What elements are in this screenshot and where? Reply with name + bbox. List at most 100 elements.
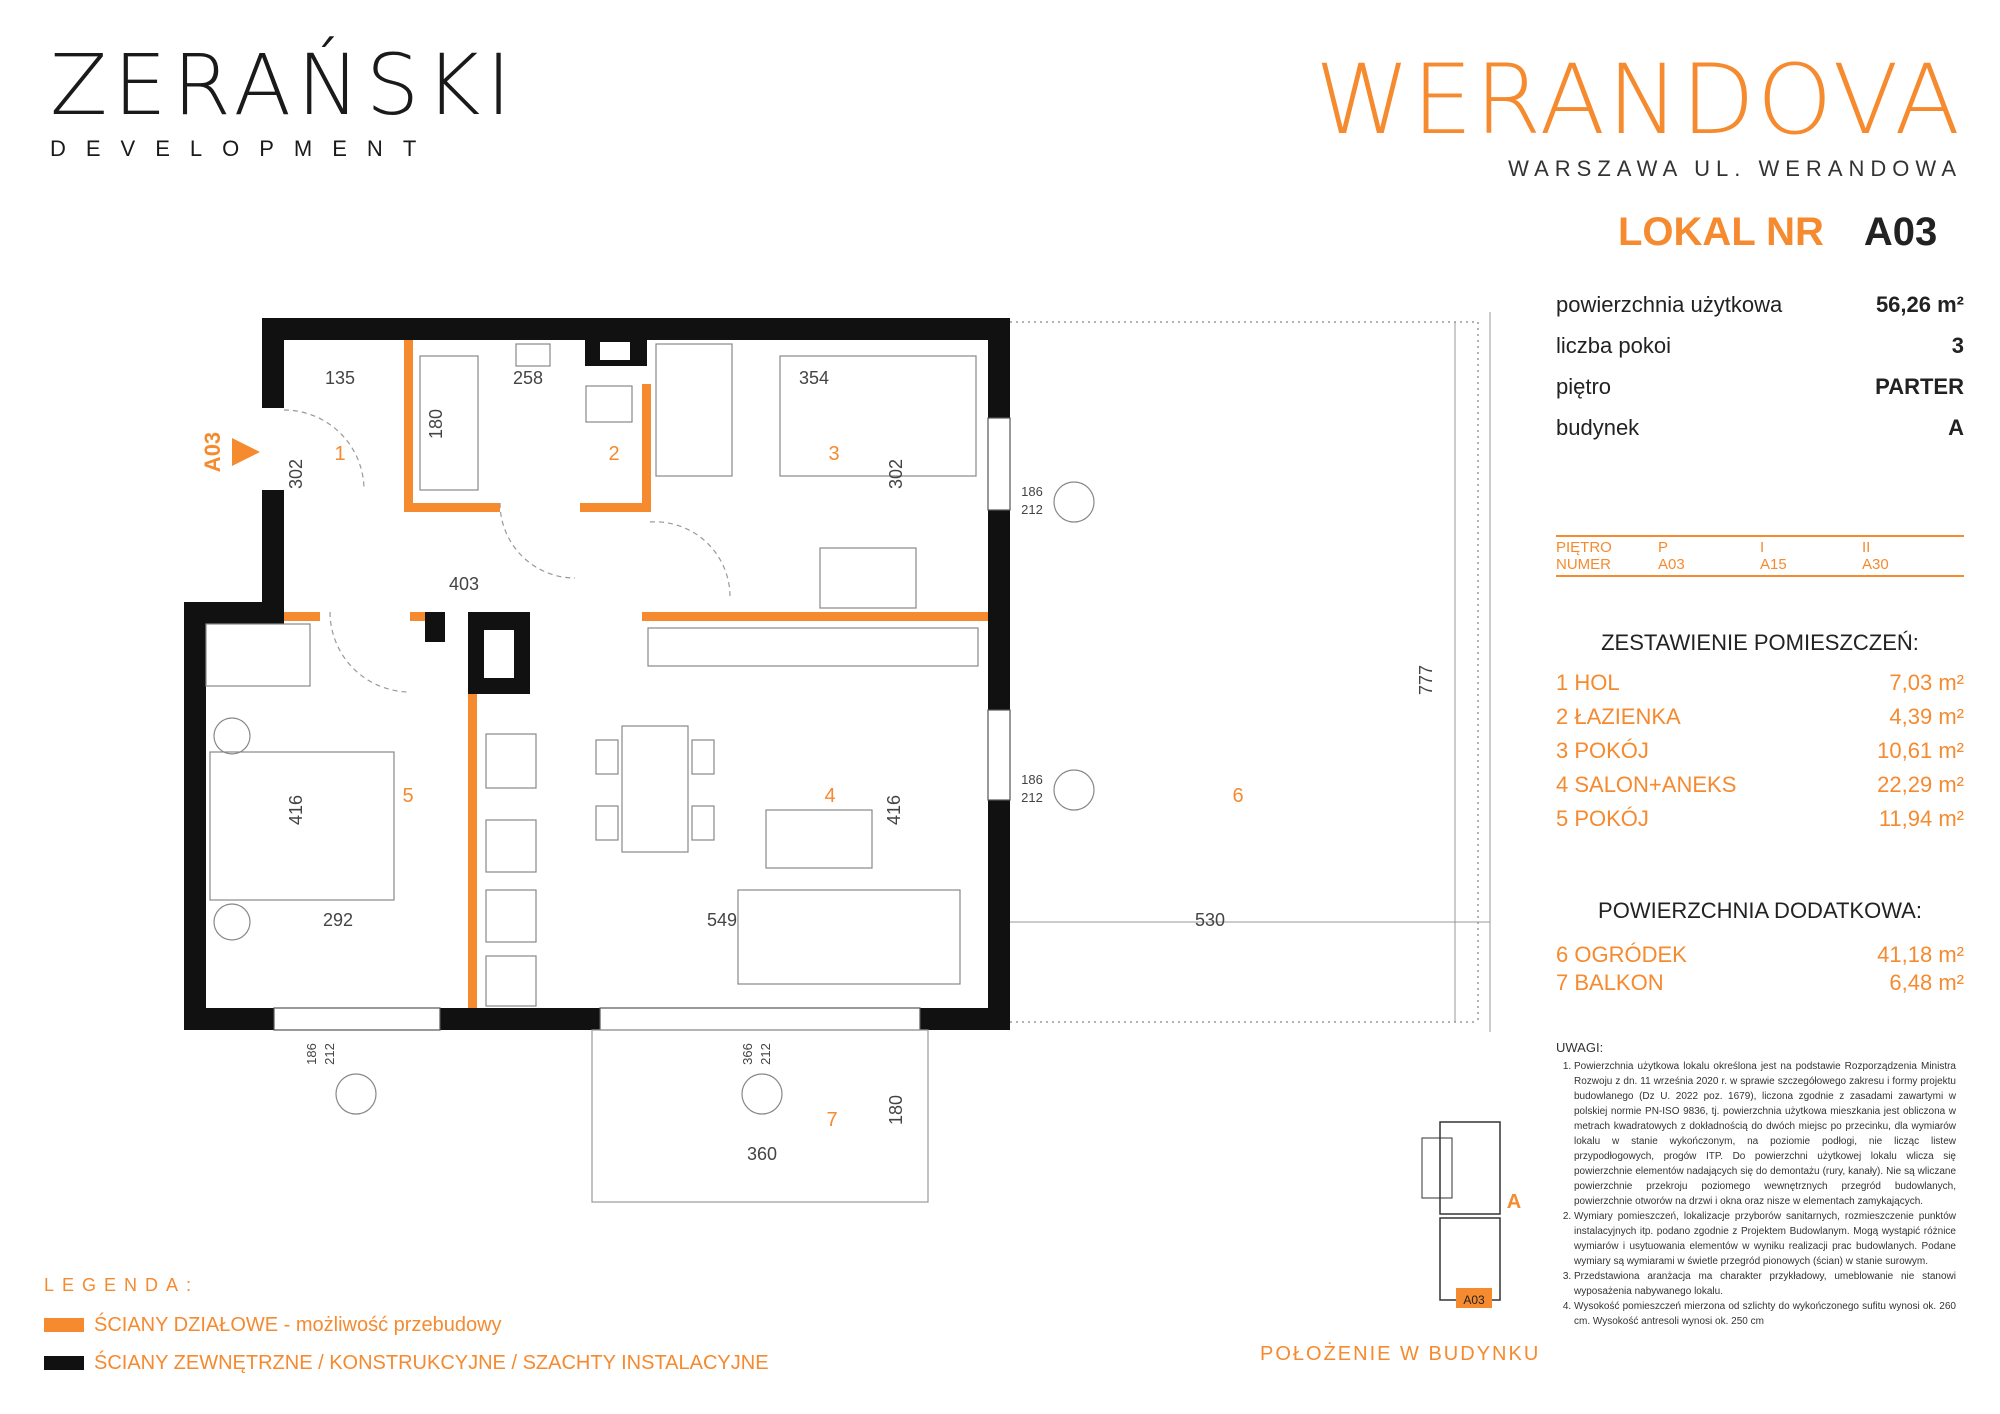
info-row: piętro PARTER	[1556, 374, 1964, 415]
dim: 777	[1416, 665, 1436, 695]
floor-row: PIĘTRO P I II	[1556, 539, 1964, 556]
minimap-building: A	[1507, 1191, 1521, 1213]
dim-small: 212	[322, 1043, 337, 1065]
lokal-title: LOKAL NR A03	[1618, 210, 1937, 255]
project-name: WERANDOVA	[1315, 44, 1962, 156]
extra-area: 41,18 m²	[1877, 942, 1964, 967]
note-item: Wymiary pomieszczeń, lokalizacje przybor…	[1574, 1209, 1956, 1269]
legend-title: LEGENDA:	[44, 1275, 200, 1295]
room-label-1: 1	[334, 443, 345, 465]
room-name: 4 SALON+ANEKS	[1556, 772, 1737, 797]
floor-plan: 1 2 3 4 5 6 7 135 258 354 180 302 302 40…	[184, 312, 1491, 1203]
room-label-5: 5	[402, 785, 413, 807]
info-value: 3	[1951, 333, 1964, 358]
lokal-label: LOKAL NR	[1618, 210, 1824, 254]
extra-name: 6 OGRÓDEK	[1556, 942, 1687, 967]
legend: LEGENDA: ŚCIANY DZIAŁOWE - możliwość prz…	[44, 1275, 769, 1382]
room-label-7: 7	[826, 1109, 837, 1131]
lokal-number: A03	[1863, 210, 1938, 254]
floor-cell: A15	[1760, 556, 1787, 573]
dim: 302	[886, 459, 906, 489]
note-item: Wysokość pomieszczeń mierzona od szlicht…	[1574, 1299, 1956, 1329]
dim-small: 212	[1021, 502, 1043, 517]
info-value: 56,26 m²	[1875, 292, 1964, 317]
room-area: 4,39 m²	[1889, 704, 1964, 729]
dimensions: 135 258 354 180 302 302 403 416 292 416 …	[286, 368, 1436, 1164]
room-name: 1 HOL	[1556, 670, 1620, 695]
furniture	[205, 343, 1095, 1115]
developer-name: ZERAŃSKI	[50, 36, 518, 134]
dim: 403	[449, 574, 479, 594]
info-value: PARTER	[1875, 374, 1964, 399]
minimap-unit: A03	[1463, 1293, 1485, 1307]
info-label: liczba pokoi	[1556, 333, 1671, 358]
notes: UWAGI: Powierzchnia użytkowa lokalu okre…	[1556, 1040, 1956, 1329]
room-area: 7,03 m²	[1889, 670, 1964, 695]
room-row: 4 SALON+ANEKS 22,29 m²	[1556, 772, 1964, 806]
room-name: 3 POKÓJ	[1556, 738, 1649, 763]
room-row: 2 ŁAZIENKA 4,39 m²	[1556, 704, 1964, 738]
floor-cell: I	[1760, 539, 1765, 556]
room-label-3: 3	[828, 443, 839, 465]
room-name: 5 POKÓJ	[1556, 806, 1649, 831]
room-row: 3 POKÓJ 10,61 m²	[1556, 738, 1964, 772]
dim: 360	[747, 1144, 777, 1164]
dim: 416	[884, 795, 904, 825]
dim-small: 212	[1021, 790, 1043, 805]
dim-small: 186	[304, 1043, 319, 1065]
room-label-2: 2	[608, 443, 619, 465]
entrance-marker: A03	[200, 432, 260, 472]
extra-area: 6,48 m²	[1889, 970, 1964, 995]
dim-small: 212	[758, 1043, 773, 1065]
doors	[283, 409, 731, 693]
number-row: NUMER A03 A15 A30	[1556, 556, 1964, 573]
developer-logo: ZERAŃSKI DEVELOPMENT	[50, 40, 517, 162]
legend-label: ŚCIANY ZEWNĘTRZNE / KONSTRUKCYJNE / SZAC…	[94, 1351, 769, 1374]
legend-swatch	[44, 1318, 84, 1332]
room-label-6: 6	[1232, 785, 1243, 807]
floor-cell: A30	[1862, 556, 1889, 573]
partition-walls	[284, 340, 988, 1008]
floor-cell: NUMER	[1556, 556, 1611, 573]
dim-small: 366	[740, 1043, 755, 1065]
room-area: 10,61 m²	[1877, 738, 1964, 763]
rooms-title: ZESTAWIENIE POMIESZCZEŃ:	[1601, 630, 1919, 655]
exterior-walls	[184, 318, 1010, 1030]
dim: 180	[886, 1095, 906, 1125]
dim-small: 186	[1021, 772, 1043, 787]
legend-item: ŚCIANY DZIAŁOWE - możliwość przebudowy	[44, 1306, 769, 1344]
room-row: 1 HOL 7,03 m²	[1556, 670, 1964, 704]
position-label: POŁOŻENIE W BUDYNKU	[1260, 1343, 1541, 1365]
legend-label: ŚCIANY DZIAŁOWE - możliwość przebudowy	[94, 1313, 502, 1336]
room-area: 22,29 m²	[1877, 772, 1964, 797]
dim: 530	[1195, 910, 1225, 930]
floor-cell: P	[1658, 539, 1669, 556]
floor-cell: A03	[1658, 556, 1685, 573]
room-label-4: 4	[824, 785, 835, 807]
dim: 354	[799, 368, 829, 388]
dim: 549	[707, 910, 737, 930]
dim: 258	[513, 368, 543, 388]
floor-cell: II	[1862, 539, 1871, 556]
dim: 135	[325, 368, 355, 388]
dim: 302	[286, 459, 306, 489]
note-item: Powierzchnia użytkowa lokalu określona j…	[1574, 1059, 1956, 1209]
floor-numbers-table: PIĘTRO P I II NUMER A03 A15 A30	[1556, 535, 1964, 577]
garden-outline	[1010, 321, 1479, 1023]
notes-title: UWAGI:	[1556, 1040, 1604, 1055]
building-minimap: A03 A	[1421, 1121, 1521, 1308]
info-label: piętro	[1556, 374, 1612, 399]
dim: 180	[426, 409, 446, 439]
dim-small: 186	[1021, 484, 1043, 499]
note-item: Przedstawiona aranżacja ma charakter prz…	[1574, 1269, 1956, 1299]
room-name: 2 ŁAZIENKA	[1556, 704, 1681, 729]
dim: 416	[286, 795, 306, 825]
legend-swatch	[44, 1356, 84, 1370]
windows	[273, 417, 1011, 1031]
